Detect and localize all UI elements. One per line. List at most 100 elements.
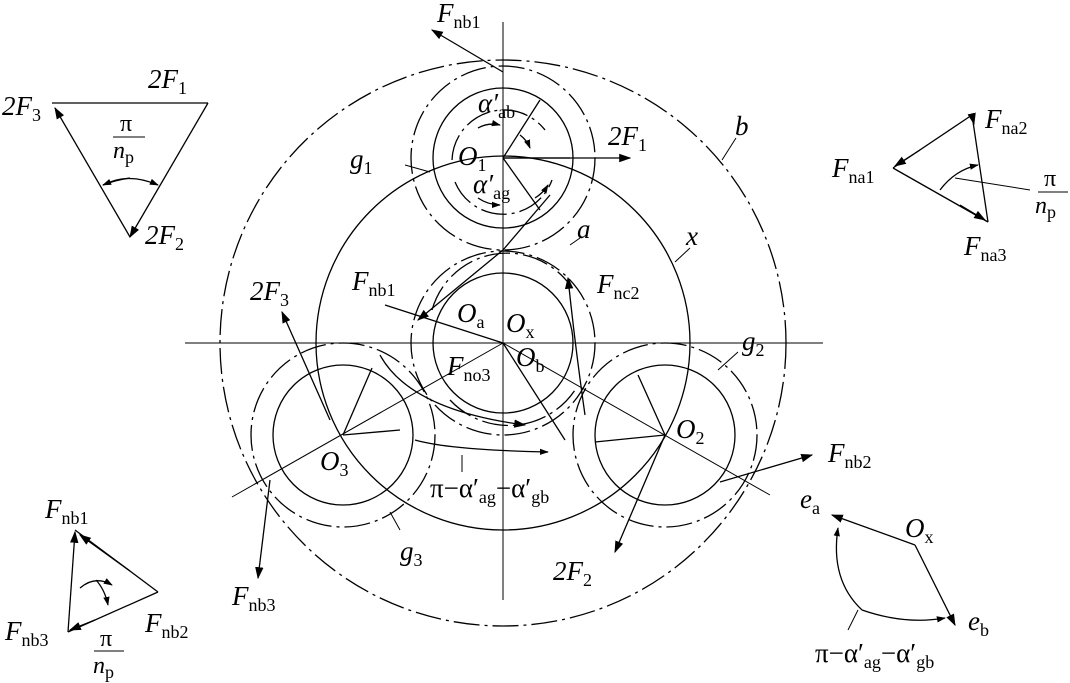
tri-tl-angle-arc-2 xyxy=(102,177,131,186)
center-line-o3 xyxy=(231,342,504,498)
a-leader xyxy=(569,237,581,246)
o1-radius-lower xyxy=(502,157,541,211)
fnb1-line-of-action xyxy=(384,304,504,344)
label-fnb3-mid: Fnb3 xyxy=(231,581,276,615)
alpha-ab-arc-right xyxy=(519,134,531,149)
sun-lower-arc xyxy=(449,389,576,427)
label-2f2-mid: 2F2 xyxy=(553,556,592,590)
gear-assembly xyxy=(185,22,823,627)
label-oa: Oa xyxy=(457,298,485,332)
tri-tl-right-side xyxy=(129,102,209,239)
arrow-fno3 xyxy=(379,354,527,428)
br-angle-arc-right xyxy=(861,609,946,623)
sun-gear-pitch-circle xyxy=(410,250,596,436)
arrow-fnb1-top xyxy=(430,29,504,73)
tri-bl-angle-arc xyxy=(79,578,113,589)
tri-bl-arrow-nb1 xyxy=(79,534,131,572)
o2-radius xyxy=(594,434,666,443)
label-2f2-left: 2F2 xyxy=(145,220,184,254)
x-leader xyxy=(674,247,691,263)
g2-leader xyxy=(717,351,739,371)
label-2f3-mid: 2F3 xyxy=(250,276,289,310)
tri-tr-right-side xyxy=(971,114,989,223)
arrow-fnb1-mid xyxy=(417,249,504,321)
label-pi-bl-num: π xyxy=(100,626,112,652)
planet-1-inner-arc-bottom xyxy=(454,179,553,215)
label-ob: Ob xyxy=(516,342,545,376)
label-fnb2-mid: Fnb2 xyxy=(827,438,872,472)
b-leader xyxy=(721,137,737,161)
planet-2-outer-circle xyxy=(572,342,758,528)
br-angle-leader xyxy=(847,609,859,631)
alpha-ag-arc-left xyxy=(477,197,501,209)
label-o1: O1 xyxy=(458,141,487,175)
label-pi-left-num: π xyxy=(120,111,132,137)
vector-eb xyxy=(914,544,956,627)
carrier-circle-x xyxy=(315,155,691,531)
label-o2: O2 xyxy=(676,414,705,448)
label-g2: g2 xyxy=(742,326,765,360)
label-a: a xyxy=(577,214,591,244)
tri-tr-arrow-na3 xyxy=(959,204,987,221)
force-triangle-top-right xyxy=(892,112,1068,223)
force-triangle-bottom-left xyxy=(67,529,159,652)
planet-1-inner-arc-top xyxy=(451,109,546,161)
label-fna2: Fna2 xyxy=(984,104,1028,138)
arrow-2f3-mid xyxy=(281,310,331,421)
label-alpha-ab: α′ab xyxy=(478,88,515,122)
br-angle-arc-up xyxy=(833,527,863,611)
angle-mid-arc xyxy=(414,439,549,455)
label-fnb3-bl: Fnb3 xyxy=(4,616,49,650)
arrow-2f2-mid xyxy=(614,434,666,554)
label-fnb1-mid: Fnb1 xyxy=(351,266,396,300)
alpha-ag-arc-right xyxy=(534,184,549,199)
label-o3: O3 xyxy=(320,446,349,480)
label-g1: g1 xyxy=(350,144,373,178)
label-fnc2: Fnc2 xyxy=(596,269,640,303)
tri-tr-angle-arc xyxy=(939,163,979,191)
label-fnb1-bl: Fnb1 xyxy=(44,494,89,528)
label-pi-right-den: np xyxy=(1035,193,1056,222)
label-pi-right-num: π xyxy=(1044,166,1056,192)
label-pi-left-den: np xyxy=(113,138,134,167)
planet-3-outer-circle xyxy=(250,342,436,528)
label-x: x xyxy=(685,221,698,251)
tri-tr-pi-leader xyxy=(954,177,1031,191)
o1-contact-line xyxy=(502,194,551,251)
label-ea: ea xyxy=(800,484,820,518)
o2-radius-2 xyxy=(637,374,666,436)
arrow-fnc2 xyxy=(564,276,586,416)
label-fno3: Fno3 xyxy=(446,351,491,385)
label-fna3: Fna3 xyxy=(963,231,1007,265)
o3-radius-2 xyxy=(342,429,401,436)
tri-tr-arrow-na1 xyxy=(893,149,921,167)
sun-inner-arc xyxy=(431,252,571,311)
o3-radius xyxy=(342,367,373,436)
label-g3: g3 xyxy=(400,536,423,570)
vector-ea xyxy=(830,514,916,546)
g1-leader xyxy=(404,164,431,173)
label-alpha-ag: α′ag xyxy=(473,169,510,203)
label-pi-bl-den: np xyxy=(93,653,114,682)
tri-bl-arrow-nb3 xyxy=(68,619,96,631)
angle-diagram-bottom-right xyxy=(830,514,956,631)
label-fna1: Fna1 xyxy=(831,153,875,187)
label-angle-br: π−α′ag−α′gb xyxy=(815,638,934,672)
tri-tr-arrow-na2 xyxy=(967,112,976,126)
tri-tl-left-side xyxy=(54,106,131,238)
planet-2-inner-circle xyxy=(594,364,736,506)
label-2f3-left: 2F3 xyxy=(2,91,41,125)
label-fnb2-bl: Fnb2 xyxy=(144,608,189,642)
force-arrows xyxy=(255,29,814,580)
o1-radius-upper xyxy=(502,99,541,159)
label-eb: eb xyxy=(968,606,989,640)
label-b: b xyxy=(735,111,749,141)
arrow-fnb2-mid xyxy=(719,454,814,483)
ob-line xyxy=(502,342,566,441)
g3-leader xyxy=(389,511,401,531)
ring-gear-b-circle xyxy=(219,59,787,627)
label-2f1-mid: 2F1 xyxy=(608,121,647,155)
label-ox-center: Ox xyxy=(506,308,535,342)
label-angle-mid: π−α′ag−α′gb xyxy=(430,473,549,507)
